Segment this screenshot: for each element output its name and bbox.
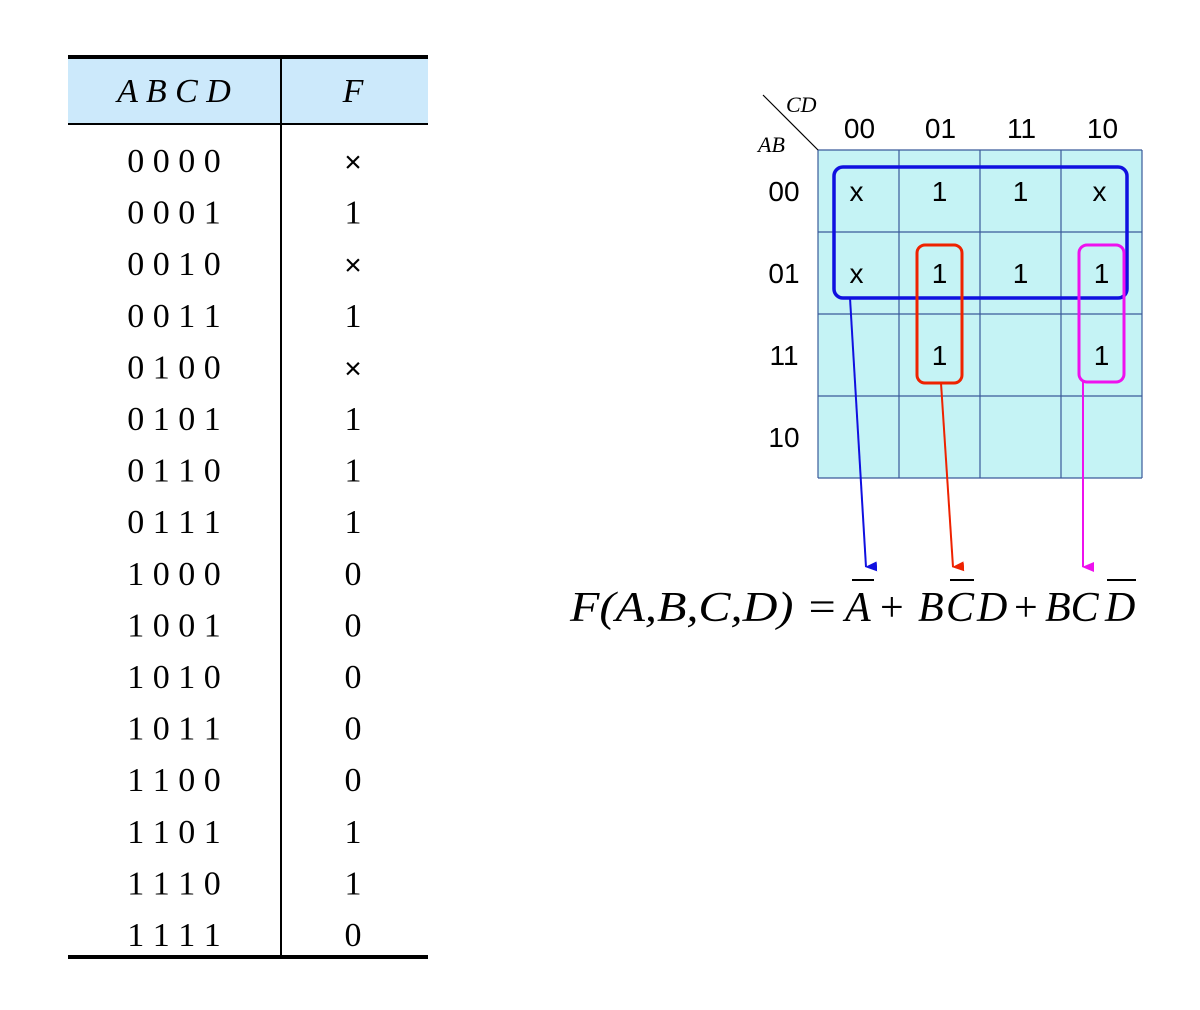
kmap-cell-value: 1 [1013, 176, 1029, 207]
table-row-output: × [344, 352, 362, 385]
kmap-row-labels: 00 01 11 10 [768, 176, 799, 453]
kmap-group-blue [832, 165, 1129, 300]
kmap-column-label: 11 [1007, 113, 1036, 144]
kmap-row-label: 00 [768, 176, 799, 207]
table-row-inputs: 1 0 1 0 [127, 659, 221, 696]
kmap-column-label: 01 [925, 113, 956, 144]
truth-table: A B C D F 0 0 0 0 × 0 0 0 1 1 0 0 1 0 × 0 0 1 … [68, 55, 428, 959]
table-row-output: 1 [345, 401, 362, 438]
table-header-output: F [342, 73, 365, 110]
table-header-background [68, 57, 428, 124]
table-row-output: 0 [345, 607, 362, 644]
kmap-row-label: 11 [769, 340, 798, 371]
table-row-inputs: 1 1 1 0 [127, 865, 221, 902]
table-row-inputs: 1 1 0 1 [127, 814, 221, 851]
table-row-output: 0 [345, 917, 362, 954]
kmap-corner-cd: CD [786, 92, 817, 117]
kmap-cell-value: x [850, 258, 864, 289]
table-row-output: 1 [345, 453, 362, 490]
equation-lhs: F(A,B,C,D) = [569, 585, 838, 631]
table-row-output: 1 [345, 298, 362, 335]
equation-plus-1: + [880, 585, 904, 631]
table-row-output: × [344, 249, 362, 282]
table-row-inputs: 0 1 0 1 [127, 401, 221, 438]
equation: F(A,B,C,D) = A + B C D + BC D [569, 579, 1136, 631]
kmap-row-label: 01 [768, 258, 799, 289]
kmap-corner-diagonal [762, 94, 819, 151]
kmap-cell-value: 1 [932, 340, 948, 371]
kmap-grid-lines [817, 149, 1143, 479]
table-row-output: 0 [345, 556, 362, 593]
kmap-cells: x 1 1 x x 1 1 1 1 1 [850, 176, 1110, 371]
equation-term-d-bar: D [1104, 585, 1135, 631]
table-row-inputs: 1 1 0 0 [127, 762, 221, 799]
table-row-output: 0 [345, 762, 362, 799]
table-row-inputs: 0 1 1 0 [127, 453, 221, 490]
kmap-column-label: 00 [844, 113, 875, 144]
table-row-output: × [344, 146, 362, 179]
table-row-inputs: 0 0 1 1 [127, 298, 221, 335]
arrow-red [940, 382, 965, 572]
kmap-cell-value: 1 [1094, 340, 1110, 371]
table-row-inputs: 0 0 0 1 [127, 195, 221, 232]
kmap-cell-value: x [850, 176, 864, 207]
table-row-output: 1 [345, 504, 362, 541]
table-row-inputs: 1 0 0 0 [127, 556, 221, 593]
table-row-output: 1 [345, 195, 362, 232]
kmap-cell-value: 1 [932, 176, 948, 207]
kmap-group-red [915, 243, 964, 385]
equation-term-b: B [918, 585, 944, 631]
equation-term-a: A [842, 585, 871, 631]
equation-plus-2: + [1014, 585, 1038, 631]
kmap-column-labels: 00 01 11 10 [844, 113, 1118, 144]
kmap-cell-value: 1 [932, 258, 948, 289]
table-row-inputs: 1 1 1 1 [127, 917, 221, 954]
table-row-output: 1 [345, 814, 362, 851]
table-row-inputs: 1 0 0 1 [127, 607, 221, 644]
table-row-output: 0 [345, 659, 362, 696]
kmap-cell-value: 1 [1013, 258, 1029, 289]
table-row-inputs: 0 0 1 0 [127, 246, 221, 283]
table-row-output: 1 [345, 865, 362, 902]
arrow-blue [849, 297, 878, 572]
table-rows: 0 0 0 0 × 0 0 0 1 1 0 0 1 0 × 0 0 1 1 1 0 1 0 0 ×… [127, 143, 362, 954]
table-row-inputs: 0 1 0 0 [127, 349, 221, 386]
kmap-cell-value: x [1093, 176, 1107, 207]
kmap-group-magenta [1077, 243, 1126, 384]
equation-term-c: C [946, 585, 975, 631]
table-row-inputs: 1 0 1 1 [127, 711, 221, 748]
kmap-column-label: 10 [1087, 113, 1118, 144]
kmap-cell-value: 1 [1094, 258, 1110, 289]
kmap-row-label: 10 [768, 422, 799, 453]
equation-term-bc: BC [1045, 585, 1100, 631]
table-row-inputs: 0 1 1 1 [127, 504, 221, 541]
table-header-inputs: A B C D [115, 73, 231, 110]
equation-term-d: D [976, 585, 1007, 631]
kmap-corner-ab: AB [756, 132, 785, 157]
table-row-output: 0 [345, 711, 362, 748]
table-row-inputs: 0 0 0 0 [127, 143, 221, 180]
